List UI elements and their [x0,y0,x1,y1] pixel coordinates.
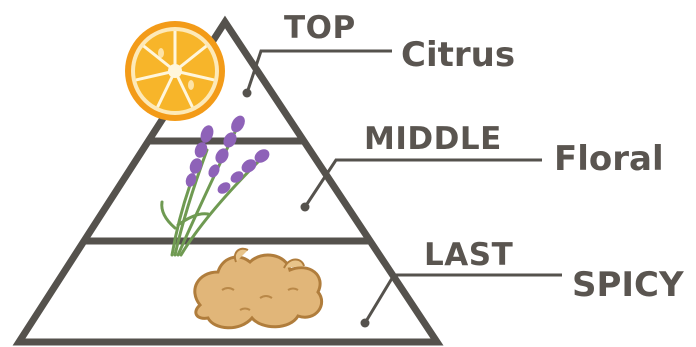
orange-slice-icon [125,21,225,121]
tier-label-middle: MIDDLE [364,124,502,155]
note-label-spicy: SPICY [572,268,684,302]
tier-label-top: TOP [284,13,356,44]
note-label-floral: Floral [554,142,664,176]
ginger-root-icon [195,249,322,328]
lavender-icon [162,113,272,255]
note-label-citrus: Citrus [401,38,515,72]
leader-dot-last [361,319,370,328]
leader-dot-top [243,89,252,98]
leader-dot-middle [301,203,310,212]
tier-label-last: LAST [424,240,513,271]
